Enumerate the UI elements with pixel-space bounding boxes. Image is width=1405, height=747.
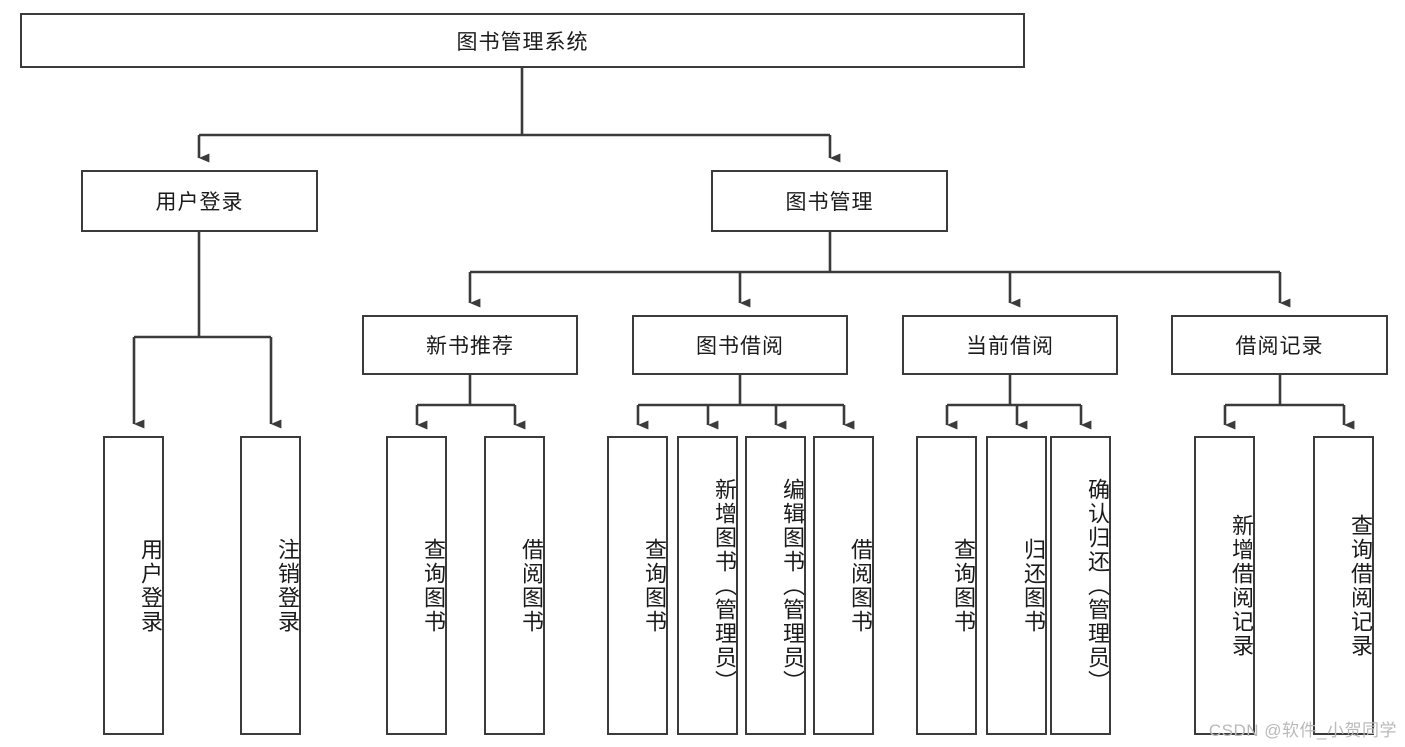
csdn-watermark: CSDN @软件_小贺同学 [1208,721,1397,740]
node-level2-book-borrow[interactable]: 图书借阅 [632,315,848,375]
leaf-node[interactable]: 用户登录 [103,436,164,735]
leaf-node[interactable]: 确认归还（管理员） [1050,436,1111,735]
leaf-node[interactable]: 查询图书 [916,436,977,735]
leaf-node[interactable]: 借阅图书 [484,436,545,735]
node-level1-book-management[interactable]: 图书管理 [711,170,948,232]
node-level1-user-login[interactable]: 用户登录 [81,170,318,232]
leaf-node[interactable]: 查询借阅记录 [1313,436,1374,735]
leaf-node[interactable]: 编辑图书（管理员） [745,436,806,735]
node-level2-borrow-record[interactable]: 借阅记录 [1171,315,1388,375]
leaf-node[interactable]: 归还图书 [986,436,1047,735]
leaf-node[interactable]: 查询图书 [386,436,447,735]
leaf-node[interactable]: 注销登录 [240,436,301,735]
leaf-node[interactable]: 借阅图书 [813,436,874,735]
node-root[interactable]: 图书管理系统 [20,13,1025,68]
node-level2-current-borrow[interactable]: 当前借阅 [902,315,1118,375]
leaf-node[interactable]: 新增图书（管理员） [677,436,738,735]
node-level2-new-book-recommend[interactable]: 新书推荐 [362,315,578,375]
leaf-node[interactable]: 新增借阅记录 [1194,436,1255,735]
leaf-node[interactable]: 查询图书 [607,436,668,735]
